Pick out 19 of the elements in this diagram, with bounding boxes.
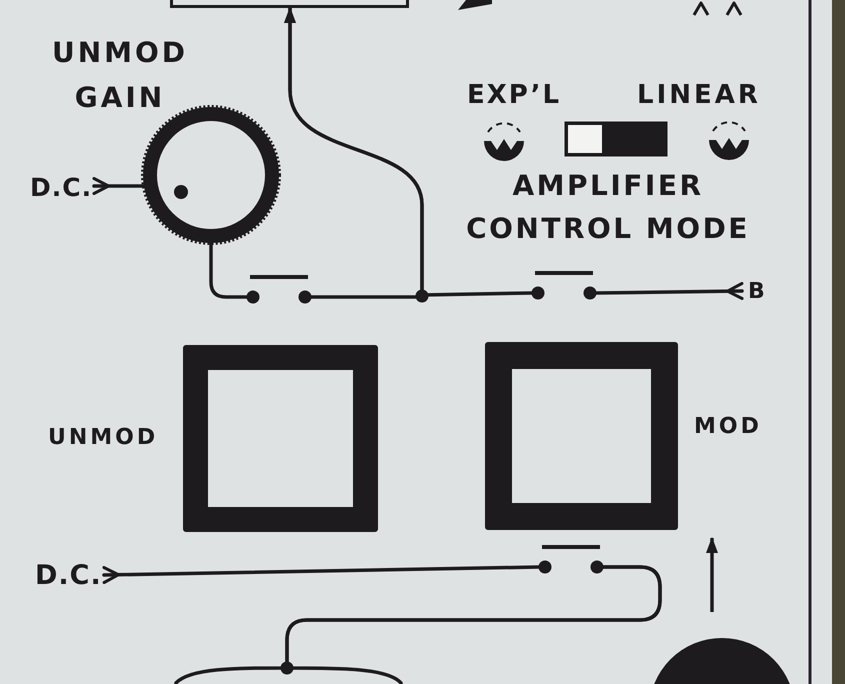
- mode-label: LINEAR: [637, 82, 761, 108]
- wire: [92, 177, 146, 195]
- mode-label: EXP’L: [467, 82, 562, 108]
- switch-label: AMPLIFIER CONTROL MODE: [465, 168, 751, 247]
- wire: [594, 282, 744, 300]
- wire: [285, 565, 662, 684]
- box-outline: [170, 0, 409, 8]
- input-label: B: [748, 281, 765, 303]
- input-label: D.C.: [35, 562, 102, 589]
- input-label: D.C.: [30, 175, 92, 200]
- arrow: [284, 6, 534, 297]
- wire: [209, 242, 249, 299]
- switch-symbol: [536, 542, 606, 574]
- square-label: MOD: [694, 416, 762, 438]
- switch-symbol: [529, 268, 599, 300]
- square-label: UNMOD: [48, 427, 158, 449]
- wire: [102, 565, 541, 584]
- switch-symbol: [244, 272, 314, 304]
- knob-label: UNMOD GAIN: [50, 35, 190, 116]
